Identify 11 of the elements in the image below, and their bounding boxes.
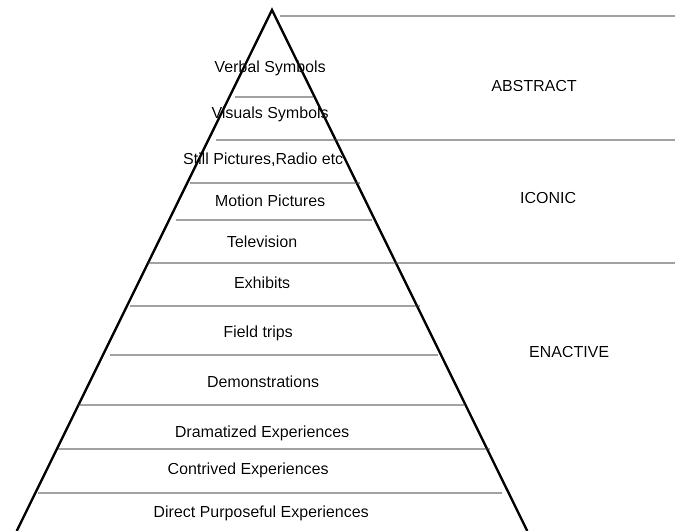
stage-label: ICONIC	[520, 190, 576, 208]
layer-label: Exhibits	[234, 275, 290, 293]
layer-label: Direct Purposeful Experiences	[153, 504, 369, 522]
stage-label: ABSTRACT	[491, 78, 577, 96]
layer-label: Television	[226, 234, 298, 252]
layer-label: Dramatized Experiences	[174, 424, 350, 442]
layer-label: Motion Pictures	[214, 193, 326, 211]
layer-label: Field trips	[223, 324, 293, 342]
layer-label: Contrived Experiences	[168, 461, 328, 479]
stage-label: ENACTIVE	[529, 344, 609, 362]
layer-label: Demonstrations	[206, 374, 320, 392]
